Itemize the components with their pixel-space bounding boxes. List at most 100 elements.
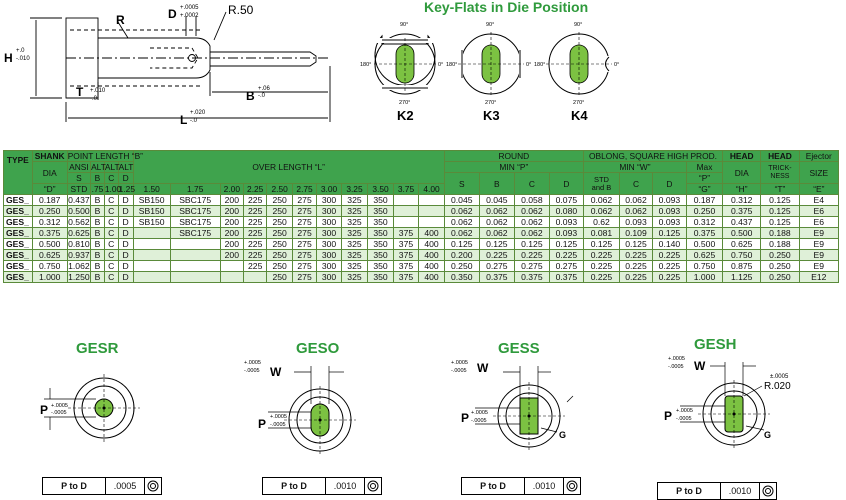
- cell-oc: 0.062: [619, 205, 653, 217]
- th-shank-dia: DIA: [31, 161, 68, 184]
- th-ol-2: 2.00: [219, 183, 245, 195]
- cell-ol-10: [418, 194, 445, 206]
- gess-w-tol-minus: -.0005: [451, 368, 467, 374]
- cell-ol-1: [169, 260, 221, 272]
- gesh-w: W: [694, 359, 706, 373]
- cell-dd: D: [117, 271, 134, 283]
- th-t-q: “T”: [760, 183, 800, 195]
- k2-angle-right: 0°: [438, 62, 443, 68]
- cell-ol-5: 275: [291, 205, 318, 217]
- cell-dd: D: [117, 205, 134, 217]
- variant-title-gesr: GESR: [76, 340, 119, 357]
- cell-d: 0.375: [31, 227, 68, 239]
- cell-ol-0: [132, 260, 171, 272]
- cell-ol-7: 325: [340, 227, 369, 239]
- cell-ol-2: 200: [219, 194, 245, 206]
- cell-ol-6: 300: [316, 238, 342, 250]
- th-b: B: [90, 172, 105, 184]
- cell-ol-2: 200: [219, 227, 245, 239]
- cell-ol-9: 375: [392, 260, 420, 272]
- cell-rd: 0.075: [548, 194, 584, 206]
- cell-ht: 0.188: [760, 227, 800, 239]
- cell-e: E12: [798, 271, 840, 283]
- cell-e: E6: [798, 205, 840, 217]
- cell-rc: 0.125: [513, 238, 550, 250]
- cell-ol-10: [418, 216, 445, 228]
- th-ol-10: 4.00: [418, 183, 445, 195]
- cell-ol-5: 275: [291, 194, 318, 206]
- cell-ol-4: 250: [266, 194, 293, 206]
- th-std-b-1: STD: [593, 174, 609, 184]
- tolerance-value: .0005: [106, 478, 145, 494]
- cell-ol-9: [392, 216, 420, 228]
- cell-ol-8: 350: [367, 205, 394, 217]
- cell-ol-8: 350: [367, 194, 394, 206]
- cell-ol-10: [418, 205, 445, 217]
- cell-d: 0.312: [31, 216, 68, 228]
- cell-rc: 0.375: [513, 271, 550, 283]
- cell-oc: 0.125: [619, 238, 653, 250]
- label-d: D: [168, 7, 177, 21]
- cell-ol-9: [392, 194, 420, 206]
- th-round: ROUND: [443, 150, 584, 162]
- th-ol-3: 2.25: [243, 183, 268, 195]
- cell-std: 0.562: [66, 216, 92, 228]
- cell-ht: 0.125: [760, 216, 800, 228]
- cell-type: GES_: [3, 238, 33, 250]
- cell-c: C: [103, 238, 119, 250]
- th-ansi: ANSI: [66, 161, 92, 173]
- cell-ol-6: 300: [316, 260, 342, 272]
- cell-std: 0.625: [66, 227, 92, 239]
- variant-title-geso: GESO: [296, 340, 340, 357]
- cell-std: 0.500: [66, 205, 92, 217]
- geso-p-tol-plus: +.0005: [270, 414, 287, 420]
- cell-c: C: [103, 216, 119, 228]
- th-round-b: B: [478, 172, 515, 195]
- th-alt-b: ALT: [90, 161, 106, 173]
- k2-angle-left: 180°: [360, 62, 371, 68]
- cell-b: B: [90, 260, 105, 272]
- cell-rb: 0.375: [478, 271, 515, 283]
- th-ejector: Ejector: [798, 150, 840, 162]
- cell-rc: 0.062: [513, 205, 550, 217]
- cell-osb: 0.081: [582, 227, 621, 239]
- th-ol-5: 2.75: [291, 183, 318, 195]
- cell-hd: 0.312: [722, 194, 762, 206]
- th-alt-d: ALT: [117, 161, 134, 173]
- cell-ol-9: 375: [392, 227, 420, 239]
- cell-ol-2: [219, 260, 245, 272]
- cell-ol-0: SB150: [132, 194, 171, 206]
- k2-angle-top: 90°: [400, 22, 408, 28]
- gesh-p-tol-plus: +.0005: [676, 408, 693, 414]
- cell-rd: 0.375: [548, 271, 584, 283]
- th-trick: TRICK-: [768, 164, 792, 172]
- cell-type: GES_: [3, 227, 33, 239]
- th-e-q: “E”: [798, 183, 840, 195]
- th-shank: SHANK: [31, 150, 68, 162]
- variant-title-gesh: GESH: [694, 336, 737, 353]
- b-tol-plus: +.06: [258, 86, 271, 92]
- cell-d: 0.750: [31, 260, 68, 272]
- concentricity-icon: [564, 478, 580, 494]
- cell-ol-1: [169, 238, 221, 250]
- cell-rs: 0.125: [443, 238, 480, 250]
- cell-oc: 0.225: [619, 249, 653, 261]
- th-ol-8: 3.50: [367, 183, 394, 195]
- th-ol-7: 3.25: [340, 183, 369, 195]
- cell-ol-8: 350: [367, 249, 394, 261]
- cell-ol-2: 200: [219, 238, 245, 250]
- cell-b: B: [90, 238, 105, 250]
- cell-ol-10: 400: [418, 260, 445, 272]
- cell-rs: 0.062: [443, 227, 480, 239]
- cell-ol-6: 300: [316, 205, 342, 217]
- cell-ol-1: [169, 271, 221, 283]
- k4-angle-right: 0°: [614, 62, 619, 68]
- gesh-p: P: [664, 409, 672, 423]
- concentricity-icon: [760, 483, 776, 499]
- concentricity-icon: [365, 478, 381, 494]
- geso-w: W: [270, 365, 282, 379]
- cell-oc: 0.109: [619, 227, 653, 239]
- cell-maxp: 0.625: [685, 249, 724, 261]
